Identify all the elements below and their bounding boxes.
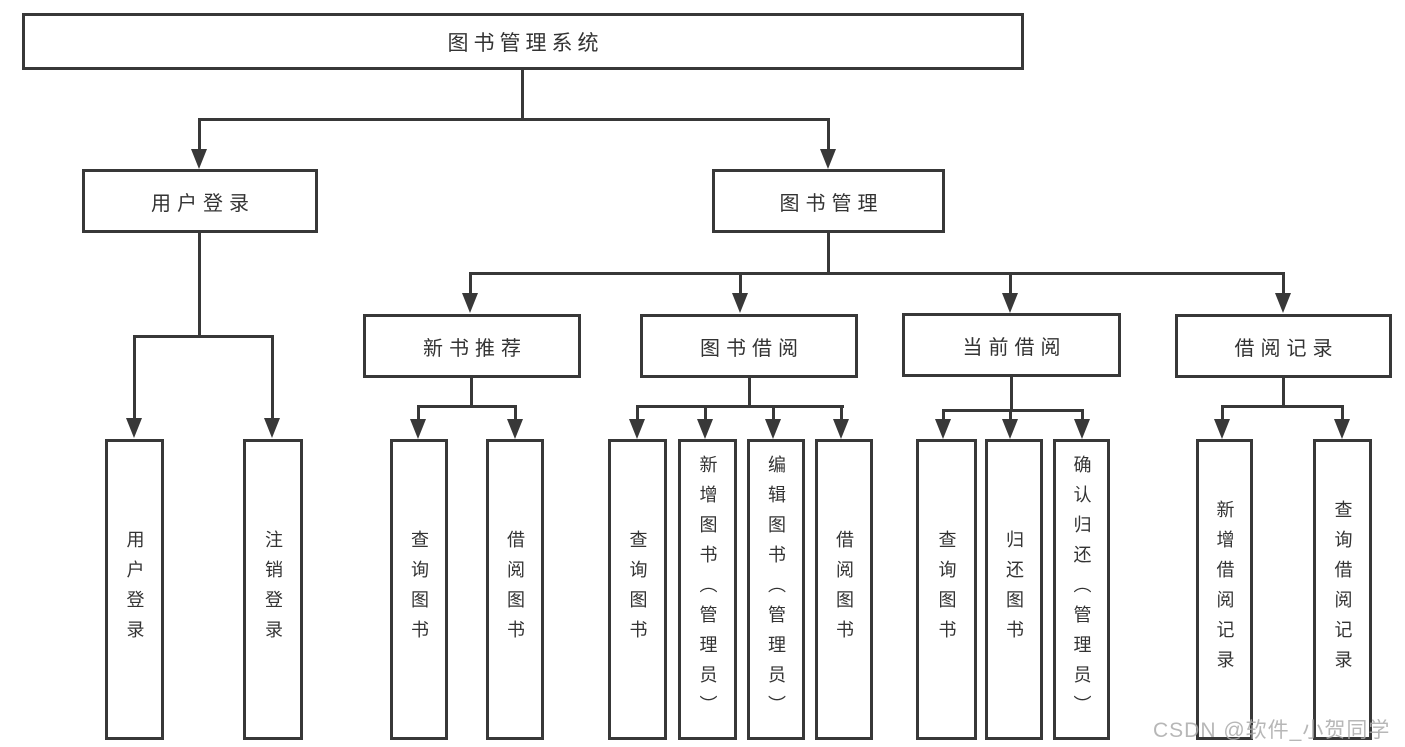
connector-line bbox=[521, 70, 524, 118]
connector-line bbox=[748, 378, 751, 405]
arrowhead-down-icon bbox=[191, 149, 207, 169]
leaf-confirm-return-admin: 确认归还（管理员） bbox=[1053, 439, 1110, 740]
arrowhead-down-icon bbox=[697, 419, 713, 439]
arrowhead-down-icon bbox=[1214, 419, 1230, 439]
connector-line bbox=[636, 405, 844, 408]
arrowhead-down-icon bbox=[126, 418, 142, 438]
connector-line bbox=[417, 405, 517, 408]
leaf-query-borrow-record: 查询借阅记录 bbox=[1313, 439, 1372, 740]
connector-line bbox=[1221, 405, 1224, 419]
connector-line bbox=[198, 118, 201, 151]
connector-line bbox=[772, 405, 775, 419]
connector-line bbox=[942, 409, 945, 419]
arrowhead-down-icon bbox=[732, 293, 748, 313]
connector-line bbox=[1341, 405, 1344, 419]
node-new-book-recommend: 新书推荐 bbox=[363, 314, 581, 378]
arrowhead-down-icon bbox=[1275, 293, 1291, 313]
connector-line bbox=[133, 335, 136, 418]
node-root-library-system: 图书管理系统 bbox=[22, 13, 1024, 70]
leaf-return-books: 归还图书 bbox=[985, 439, 1043, 740]
connector-line bbox=[739, 272, 742, 293]
leaf-edit-books-admin: 编辑图书（管理员） bbox=[747, 439, 805, 740]
arrowhead-down-icon bbox=[1334, 419, 1350, 439]
connector-line bbox=[133, 335, 274, 338]
arrowhead-down-icon bbox=[629, 419, 645, 439]
arrowhead-down-icon bbox=[935, 419, 951, 439]
leaf-query-books-borrowing: 查询图书 bbox=[608, 439, 667, 740]
node-user-login: 用户登录 bbox=[82, 169, 318, 233]
connector-line bbox=[271, 335, 274, 418]
connector-line bbox=[1081, 409, 1084, 419]
connector-line bbox=[470, 378, 473, 405]
node-borrowing-records: 借阅记录 bbox=[1175, 314, 1392, 378]
connector-line bbox=[198, 118, 830, 121]
connector-line bbox=[1009, 272, 1012, 293]
arrowhead-down-icon bbox=[765, 419, 781, 439]
arrowhead-down-icon bbox=[1002, 293, 1018, 313]
arrowhead-down-icon bbox=[1074, 419, 1090, 439]
arrowhead-down-icon bbox=[507, 419, 523, 439]
connector-line bbox=[827, 118, 830, 151]
connector-line bbox=[704, 405, 707, 419]
leaf-logout: 注销登录 bbox=[243, 439, 303, 740]
arrowhead-down-icon bbox=[264, 418, 280, 438]
arrowhead-down-icon bbox=[1002, 419, 1018, 439]
leaf-borrow-books-recommend: 借阅图书 bbox=[486, 439, 544, 740]
arrowhead-down-icon bbox=[462, 293, 478, 313]
leaf-query-books-current: 查询图书 bbox=[916, 439, 977, 740]
connector-line bbox=[417, 405, 420, 419]
node-book-borrowing: 图书借阅 bbox=[640, 314, 858, 378]
connector-line bbox=[514, 405, 517, 419]
connector-line bbox=[1009, 409, 1012, 419]
connector-line bbox=[198, 233, 201, 335]
connector-line bbox=[1010, 377, 1013, 409]
leaf-add-borrow-record: 新增借阅记录 bbox=[1196, 439, 1253, 740]
connector-line bbox=[469, 272, 472, 293]
leaf-user-login: 用户登录 bbox=[105, 439, 164, 740]
node-book-management: 图书管理 bbox=[712, 169, 945, 233]
leaf-add-books-admin: 新增图书（管理员） bbox=[678, 439, 737, 740]
connector-line bbox=[1282, 272, 1285, 293]
connector-line bbox=[942, 409, 1084, 412]
node-current-borrowing: 当前借阅 bbox=[902, 313, 1121, 377]
connector-line bbox=[636, 405, 639, 419]
connector-line bbox=[840, 405, 843, 419]
connector-line bbox=[827, 233, 830, 272]
leaf-query-books-recommend: 查询图书 bbox=[390, 439, 448, 740]
arrowhead-down-icon bbox=[410, 419, 426, 439]
connector-line bbox=[1221, 405, 1344, 408]
connector-line bbox=[1282, 378, 1285, 405]
csdn-watermark: CSDN @软件_小贺同学 bbox=[1153, 719, 1391, 742]
connector-line bbox=[469, 272, 1285, 275]
leaf-borrow-books-borrowing: 借阅图书 bbox=[815, 439, 873, 740]
arrowhead-down-icon bbox=[833, 419, 849, 439]
arrowhead-down-icon bbox=[820, 149, 836, 169]
